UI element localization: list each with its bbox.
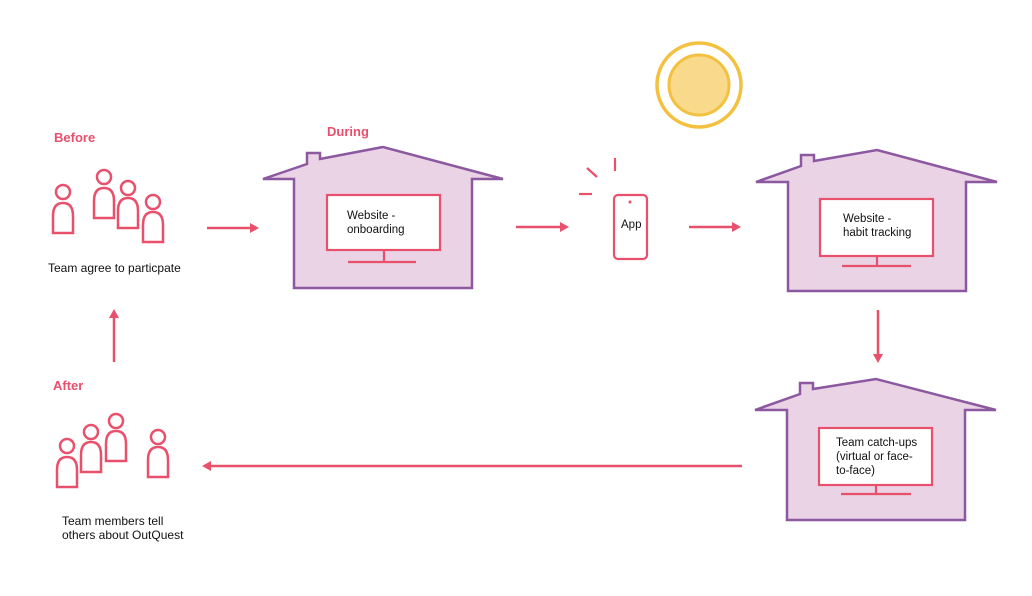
team-tell-label-line1: Team members tell	[62, 514, 164, 528]
people-group-icon	[51, 168, 165, 244]
app-label: App	[621, 219, 642, 231]
team-agree-label: Team agree to particpate	[48, 261, 181, 275]
stage-after-heading: After	[53, 378, 84, 393]
arrow-icon	[109, 222, 883, 471]
team-tell-label-line2: others about OutQuest	[62, 528, 184, 542]
stage-during-heading: During	[327, 124, 369, 139]
team-catchups-label: Team catch-ups (virtual or face- to-face…	[836, 437, 918, 477]
monitor-icon	[818, 197, 935, 268]
website-onboarding-label: Website - onboarding	[347, 210, 405, 236]
website-habit-label: Website - habit tracking	[843, 213, 912, 239]
monitor-icon	[817, 426, 934, 496]
stage-before-heading: Before	[54, 130, 96, 145]
people-group-icon	[55, 412, 170, 489]
sun-icon	[655, 41, 743, 129]
monitor-icon	[325, 193, 442, 264]
phone-icon	[579, 158, 649, 261]
